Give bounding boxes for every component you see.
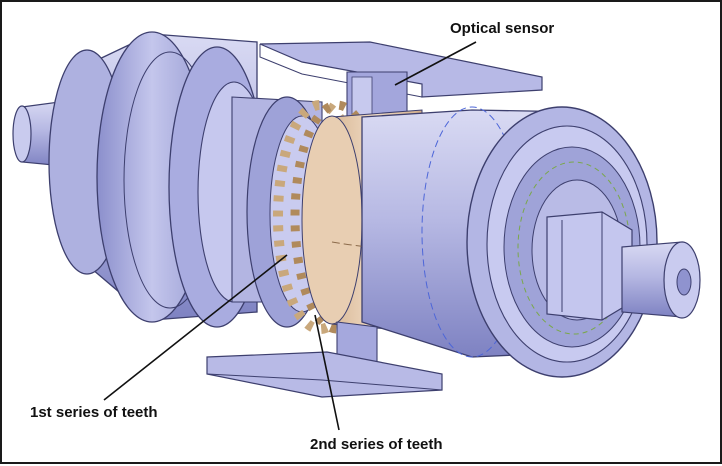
leader-lines bbox=[103, 41, 477, 431]
right-shaft bbox=[546, 211, 701, 321]
optical-sensor-label: Optical sensor bbox=[450, 20, 555, 37]
first-series-teeth-label: 1st series of teeth bbox=[30, 404, 158, 421]
second-series-teeth-label: 2nd series of teeth bbox=[310, 436, 443, 453]
optical-sensor-bracket bbox=[259, 41, 543, 123]
leader-line-second-series bbox=[314, 314, 340, 431]
leader-line-first-series bbox=[103, 254, 288, 401]
bottom-bracket bbox=[206, 321, 443, 398]
leader-line-optical-sensor bbox=[394, 41, 477, 86]
